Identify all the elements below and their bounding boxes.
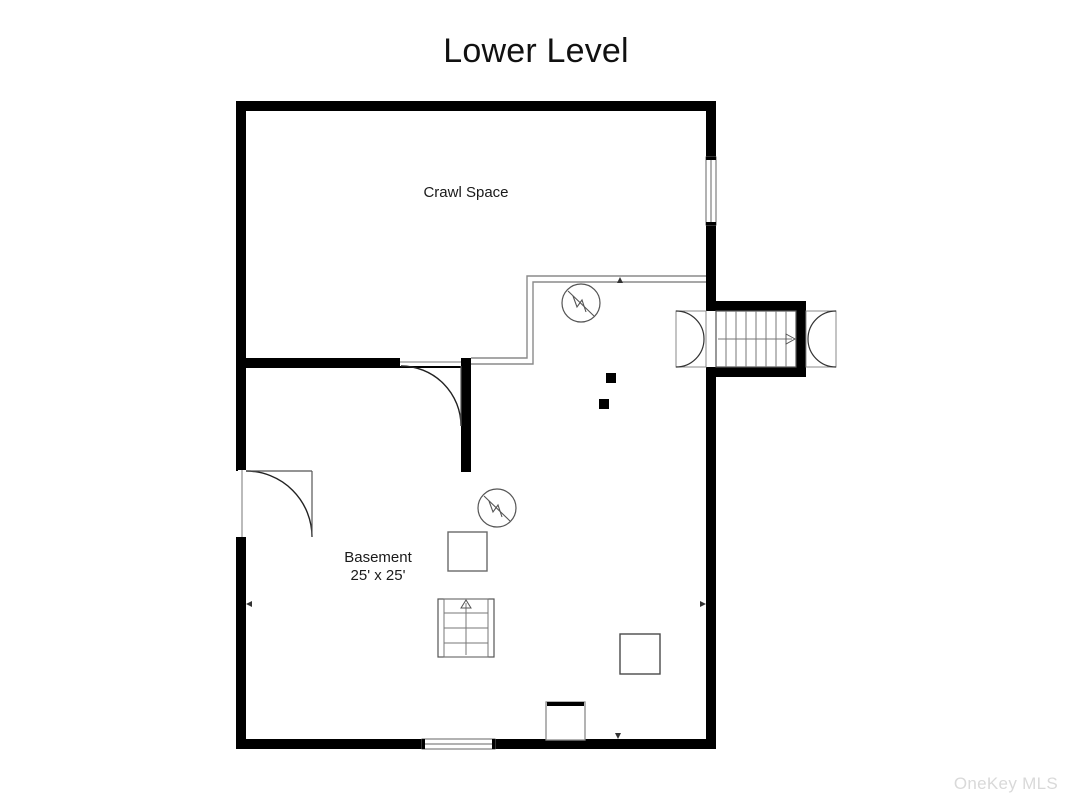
fixture-bottom [545, 701, 586, 741]
appliance-square-lower [619, 633, 661, 675]
appliance-square-upper [447, 531, 488, 572]
window-bottom [421, 738, 496, 750]
electrical-symbol-upper [561, 283, 601, 323]
support-post-lower [599, 399, 609, 409]
exterior-walls [236, 101, 716, 749]
watermark-onekey-mls: OneKey MLS [953, 774, 1058, 793]
dimension-markers [246, 277, 706, 739]
interior-partition-wall [236, 358, 471, 472]
window-right [705, 156, 717, 226]
stair-alcove-walls [706, 301, 806, 377]
room-label-crawl-space: Crawl Space [423, 184, 508, 201]
door-stair-right [805, 310, 837, 368]
page-title: Lower Level [443, 32, 629, 70]
staircase-up [437, 598, 495, 658]
room-dimensions-basement: 25' x 25' [351, 567, 406, 584]
room-label-basement: Basement [344, 549, 412, 566]
door-stair-left [675, 310, 707, 368]
door-exterior-left [238, 470, 313, 538]
staircase-right [715, 310, 797, 368]
electrical-symbol-lower [477, 488, 517, 528]
support-post-upper [606, 373, 616, 383]
door-interior [400, 358, 462, 427]
